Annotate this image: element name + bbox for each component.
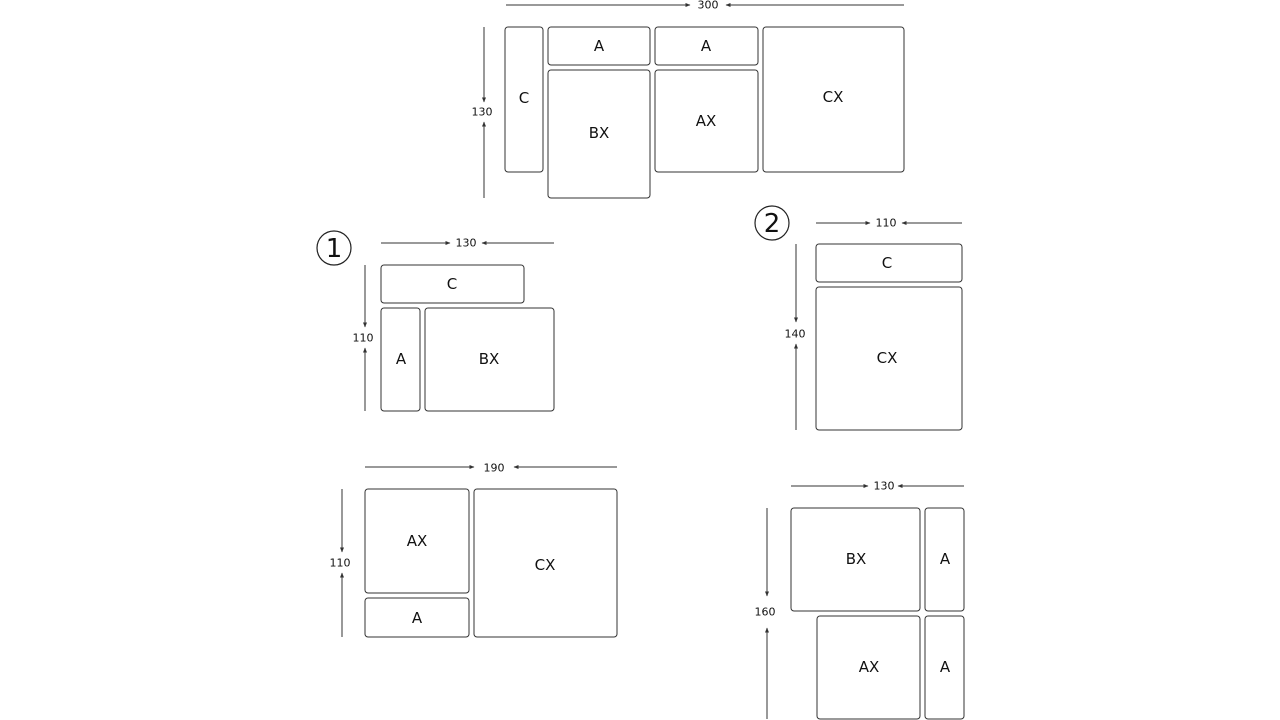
depth-label: 130	[472, 106, 493, 119]
depth-dimension: 110	[330, 489, 351, 637]
svg-text:A: A	[412, 609, 423, 627]
config-300x130: 300 130 C A A BX AX CX	[472, 0, 905, 199]
svg-text:AX: AX	[407, 532, 428, 550]
width-dimension: 130	[381, 237, 554, 250]
module-bx: BX	[790, 507, 921, 612]
svg-text:CX: CX	[535, 556, 556, 574]
width-label: 300	[698, 0, 719, 12]
depth-label: 110	[353, 332, 374, 345]
svg-text:1: 1	[326, 234, 343, 264]
svg-text:C: C	[447, 275, 457, 293]
module-ax: AX	[816, 615, 921, 720]
depth-label: 110	[330, 557, 351, 570]
width-label: 110	[876, 217, 897, 230]
width-dimension: 110	[816, 217, 962, 230]
svg-text:BX: BX	[479, 350, 500, 368]
module-a: A	[924, 507, 965, 612]
config-130x160: 130 160 BX A AX A	[755, 480, 965, 720]
svg-text:A: A	[940, 550, 951, 568]
module-c: C	[380, 264, 525, 304]
module-cx: CX	[473, 488, 618, 638]
width-dimension: 190	[365, 462, 617, 475]
depth-dimension: 160	[755, 508, 776, 719]
svg-text:2: 2	[764, 209, 781, 239]
config-1-130x110: 1 130 110 C A BX	[316, 230, 555, 412]
option-1-badge: 1	[316, 230, 352, 266]
width-label: 190	[484, 462, 505, 475]
svg-text:A: A	[940, 658, 951, 676]
module-a: A	[924, 615, 965, 720]
svg-text:A: A	[701, 37, 712, 55]
depth-label: 140	[785, 328, 806, 341]
module-cx: CX	[762, 26, 905, 173]
depth-dimension: 130	[472, 27, 493, 198]
module-bx: BX	[547, 69, 651, 199]
depth-label: 160	[755, 606, 776, 619]
svg-text:CX: CX	[877, 349, 898, 367]
module-c: C	[504, 26, 544, 173]
module-a: A	[654, 26, 759, 66]
svg-text:C: C	[882, 254, 892, 272]
module-a: A	[547, 26, 651, 66]
config-190x110: 190 110 AX A CX	[330, 462, 618, 638]
svg-text:C: C	[519, 89, 529, 107]
option-2-badge: 2	[754, 205, 790, 241]
module-bx: BX	[424, 307, 555, 412]
width-label: 130	[874, 480, 895, 493]
width-label: 130	[456, 237, 477, 250]
module-ax: AX	[654, 69, 759, 173]
width-dimension: 300	[506, 0, 904, 12]
module-cx: CX	[815, 286, 963, 431]
svg-text:A: A	[594, 37, 605, 55]
svg-text:BX: BX	[589, 124, 610, 142]
depth-dimension: 140	[785, 244, 806, 430]
module-c: C	[815, 243, 963, 283]
depth-dimension: 110	[353, 265, 374, 411]
svg-text:BX: BX	[846, 550, 867, 568]
width-dimension: 130	[791, 480, 964, 493]
svg-text:AX: AX	[696, 112, 717, 130]
module-ax: AX	[364, 488, 470, 594]
module-a: A	[380, 307, 421, 412]
module-a: A	[364, 597, 470, 638]
svg-text:AX: AX	[859, 658, 880, 676]
svg-text:CX: CX	[823, 88, 844, 106]
svg-text:A: A	[396, 350, 407, 368]
config-2-110x140: 2 110 140 C CX	[754, 205, 963, 431]
